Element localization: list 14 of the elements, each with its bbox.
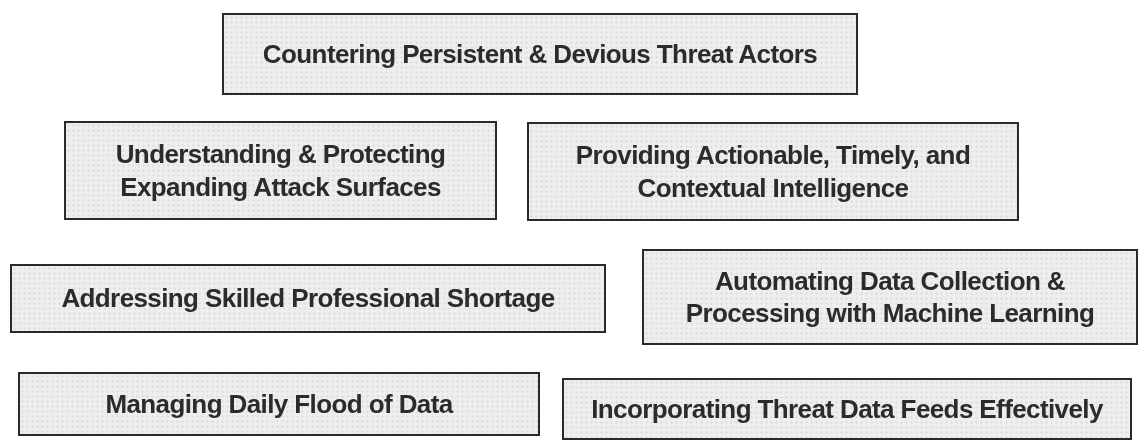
label-box	[562, 378, 1132, 440]
label-box	[527, 122, 1019, 221]
label-box	[10, 264, 606, 333]
box-label: Addressing Skilled Professional Shortage	[60, 282, 556, 315]
box-label: Managing Daily Flood of Data	[104, 387, 455, 421]
label-box	[18, 372, 540, 436]
label-box	[64, 121, 497, 220]
box-label: Automating Data Collection & Processing with Machine Learning	[684, 264, 1096, 330]
box-label: Countering Persistent & Devious Threat Actors	[261, 37, 819, 71]
label-box	[642, 249, 1138, 345]
box-label: Providing Actionable, Timely, and Contextual Intelligence	[574, 139, 972, 204]
box-label: Incorporating Threat Data Feeds Effectively	[590, 392, 1104, 426]
box-label: Understanding & Protecting Expanding Attack Surfaces	[114, 138, 447, 203]
label-box	[222, 13, 858, 95]
